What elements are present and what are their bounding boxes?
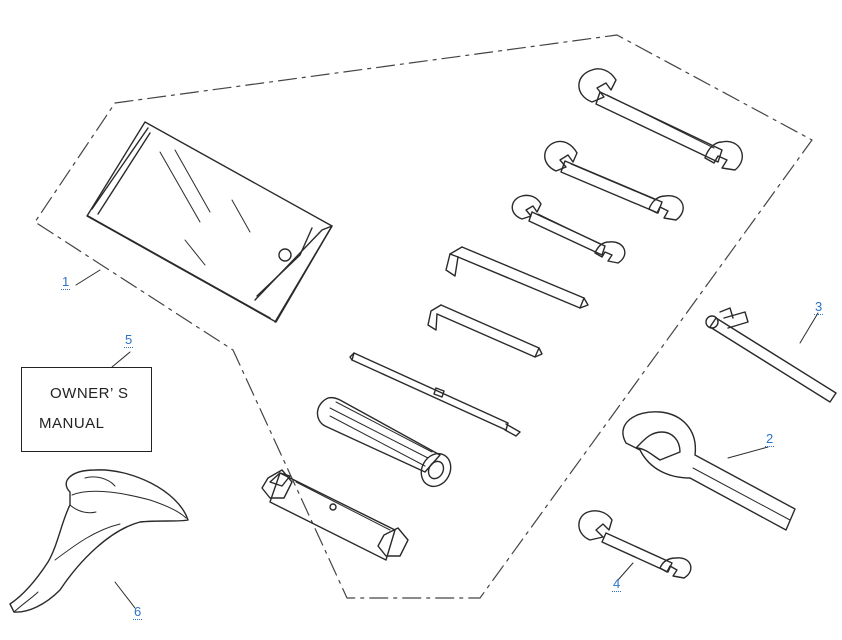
- screwdriver-handle: [316, 396, 452, 488]
- leader-2: [727, 446, 769, 459]
- open-end-wrench-small: [511, 194, 626, 264]
- open-end-wrench-4: [578, 510, 692, 579]
- c-spanner: [622, 411, 796, 531]
- box-spanner: [261, 469, 409, 561]
- open-end-wrench-medium: [544, 140, 684, 221]
- leader-4: [617, 562, 634, 581]
- owners-manual: OWNER’ S MANUAL: [21, 367, 152, 452]
- pin-wrench-bar: [705, 307, 837, 403]
- manual-line-1: OWNER’ S: [50, 385, 129, 402]
- kit-boundary-dashed: [34, 34, 813, 599]
- callout-6[interactable]: 6: [133, 604, 143, 620]
- leader-6: [114, 581, 136, 609]
- leader-3: [799, 312, 819, 344]
- manual-line-2: MANUAL: [39, 415, 105, 432]
- hex-key-large: [445, 246, 589, 309]
- leader-5: [111, 351, 131, 368]
- tool-bag: [86, 121, 333, 323]
- leader-1: [75, 269, 101, 286]
- open-end-wrench-large: [578, 68, 743, 171]
- seat-cover-part: [9, 469, 189, 613]
- leader-lines: [75, 269, 819, 609]
- callout-2[interactable]: 2: [765, 431, 775, 447]
- callout-5[interactable]: 5: [124, 332, 134, 348]
- callout-4[interactable]: 4: [612, 576, 622, 592]
- callout-1[interactable]: 1: [61, 274, 71, 290]
- screwdriver-shaft: [349, 352, 521, 437]
- callout-3[interactable]: 3: [814, 299, 824, 315]
- hex-key-small: [427, 304, 543, 358]
